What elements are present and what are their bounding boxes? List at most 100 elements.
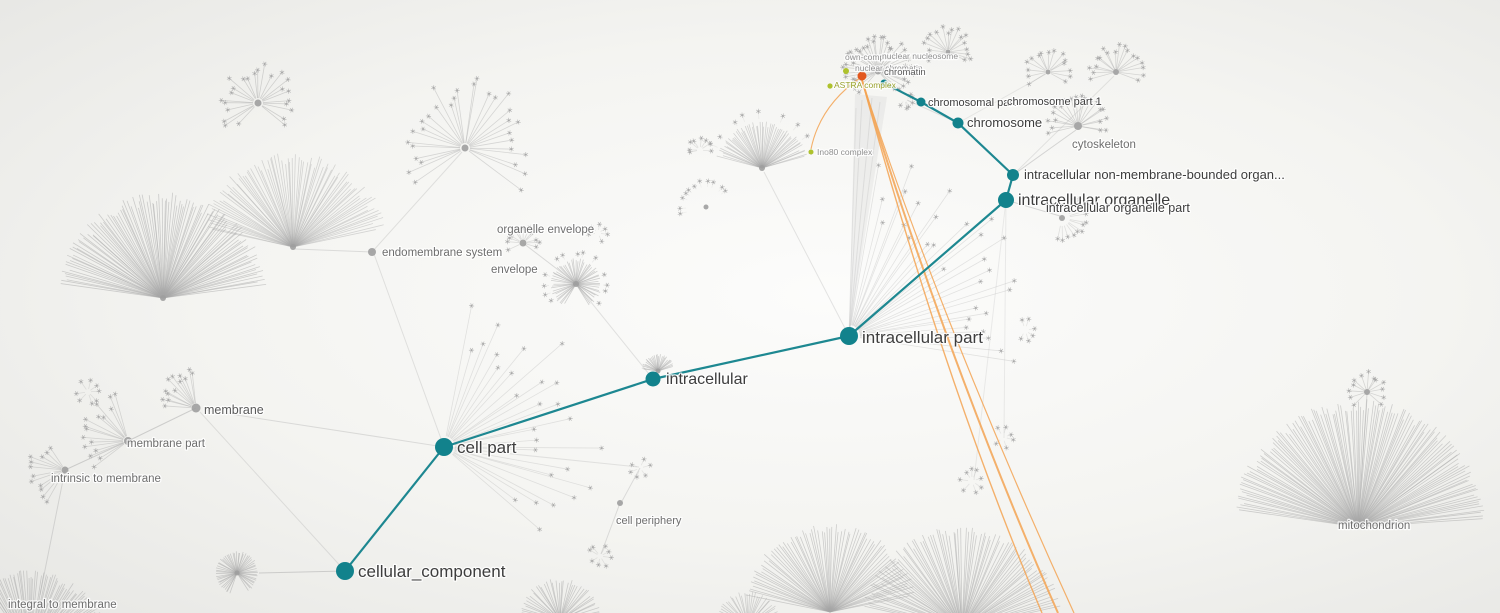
label-organelle-envelope[interactable]: organelle envelope [496, 223, 596, 238]
label-mitochondrion[interactable]: mitochondrion [1337, 519, 1412, 534]
gray-node[interactable] [519, 239, 527, 247]
label-integral-to-membrane[interactable]: integral to membrane [7, 598, 118, 613]
gray-node[interactable] [254, 99, 262, 107]
node-intracellular-part[interactable] [840, 327, 858, 345]
cluster [218, 61, 295, 129]
label-intracellular-organelle[interactable]: intracellular organelle [1017, 191, 1172, 211]
label-envelope[interactable]: envelope [490, 263, 539, 278]
cluster [840, 34, 916, 95]
gray-node[interactable] [655, 368, 661, 374]
gray-node[interactable] [1059, 215, 1065, 221]
node-green-a[interactable] [843, 68, 849, 74]
cluster [686, 135, 715, 155]
label-intracellular[interactable]: intracellular [665, 370, 750, 390]
cluster [897, 91, 916, 112]
node-chromosomal-part[interactable] [916, 97, 926, 107]
cluster [1236, 399, 1485, 528]
label-chromatin[interactable]: chromatin [883, 66, 927, 80]
label-membrane[interactable]: membrane [203, 402, 265, 419]
highlight-orange-edges [810, 77, 1075, 613]
gray-node[interactable] [290, 244, 296, 250]
term-clusters [0, 23, 1485, 613]
gray-node[interactable] [1074, 122, 1082, 130]
cluster [1024, 48, 1073, 87]
label-cell-part[interactable]: cell part [456, 437, 518, 459]
cluster [641, 354, 673, 372]
node-nucleosome-hub[interactable] [857, 71, 867, 81]
cluster [215, 551, 258, 594]
cluster [60, 192, 267, 299]
cluster [957, 466, 984, 496]
label-cell-periphery[interactable]: cell periphery [615, 514, 683, 529]
label-nuclear-nucleosome[interactable]: nuclear nucleosome [881, 50, 960, 63]
cluster [550, 258, 601, 306]
node-cellular-component[interactable] [336, 562, 354, 580]
gray-node[interactable] [617, 500, 623, 506]
node-cell-part[interactable] [435, 438, 453, 456]
gray-node[interactable] [368, 248, 376, 256]
cluster [159, 367, 196, 409]
cluster [677, 178, 728, 217]
gray-node[interactable] [945, 49, 951, 55]
label-intracellular-organelle-part[interactable]: intracellular organelle part [1045, 200, 1192, 217]
gray-node[interactable] [703, 204, 709, 210]
cluster [587, 543, 615, 569]
gray-node[interactable] [573, 281, 579, 287]
label-own-complex[interactable]: own-complex [844, 51, 897, 64]
label-nuclear-chromatin[interactable]: nuclear chromatin [854, 62, 924, 75]
cluster [1055, 196, 1089, 243]
node-ino80-dot[interactable] [808, 149, 814, 155]
gray-node[interactable] [874, 67, 882, 75]
label-intracellular-non-membrane-bounded-organ[interactable]: intracellular non-membrane-bounded organ… [1023, 166, 1286, 184]
gray-edges [39, 73, 1368, 596]
label-intrinsic-to-membrane[interactable]: intrinsic to membrane [50, 472, 162, 487]
label-endomembrane-system[interactable]: endomembrane system [381, 246, 504, 261]
cluster [1086, 41, 1147, 83]
cluster [73, 377, 102, 407]
label-cellular-component[interactable]: cellular_component [357, 561, 507, 583]
cluster [921, 23, 974, 64]
cluster [541, 249, 610, 306]
cluster [586, 221, 611, 244]
cluster [627, 456, 653, 480]
gray-node[interactable] [234, 570, 240, 576]
gray-node[interactable] [461, 144, 469, 152]
label-chromosome[interactable]: chromosome [966, 114, 1044, 132]
label-chromosomal-part[interactable]: chromosomal part [927, 96, 1018, 111]
labels: cellular_component cell part intracellular… [7, 50, 1412, 613]
cluster [445, 303, 605, 533]
gray-node[interactable] [759, 165, 765, 171]
gray-node[interactable] [191, 403, 201, 413]
cluster [850, 162, 1017, 364]
cluster [1045, 93, 1110, 136]
cluster [1018, 316, 1038, 344]
label-astra-complex[interactable]: ASTRA complex [833, 79, 898, 92]
gray-node[interactable] [61, 466, 69, 474]
edge-bundles [849, 94, 887, 336]
cluster [521, 579, 600, 613]
label-cytoskeleton[interactable]: cytoskeleton [1071, 138, 1137, 153]
gray-node[interactable] [160, 295, 166, 301]
node-nucleosome-anchor[interactable] [880, 79, 888, 87]
label-chromosome-part-1[interactable]: chromosome part 1 [1006, 95, 1103, 110]
label-ino80-complex[interactable]: Ino80 complex [816, 146, 875, 159]
cluster [405, 75, 529, 193]
node-green-c[interactable] [850, 81, 856, 87]
cluster [745, 524, 914, 613]
node-non-membrane-bounded-organelle[interactable] [1007, 169, 1019, 181]
gray-node[interactable] [1045, 69, 1051, 75]
gray-node[interactable] [1364, 389, 1370, 395]
node-chromosome[interactable] [952, 117, 964, 129]
label-intracellular-part[interactable]: intracellular part [861, 327, 985, 349]
node-intracellular[interactable] [645, 371, 661, 387]
node-intracellular-organelle[interactable] [998, 192, 1014, 208]
label-membrane-part[interactable]: membrane part [126, 437, 207, 452]
gray-node[interactable] [124, 437, 132, 445]
node-green-b[interactable] [827, 83, 833, 89]
gray-node[interactable] [1113, 69, 1119, 75]
cluster [27, 445, 64, 505]
